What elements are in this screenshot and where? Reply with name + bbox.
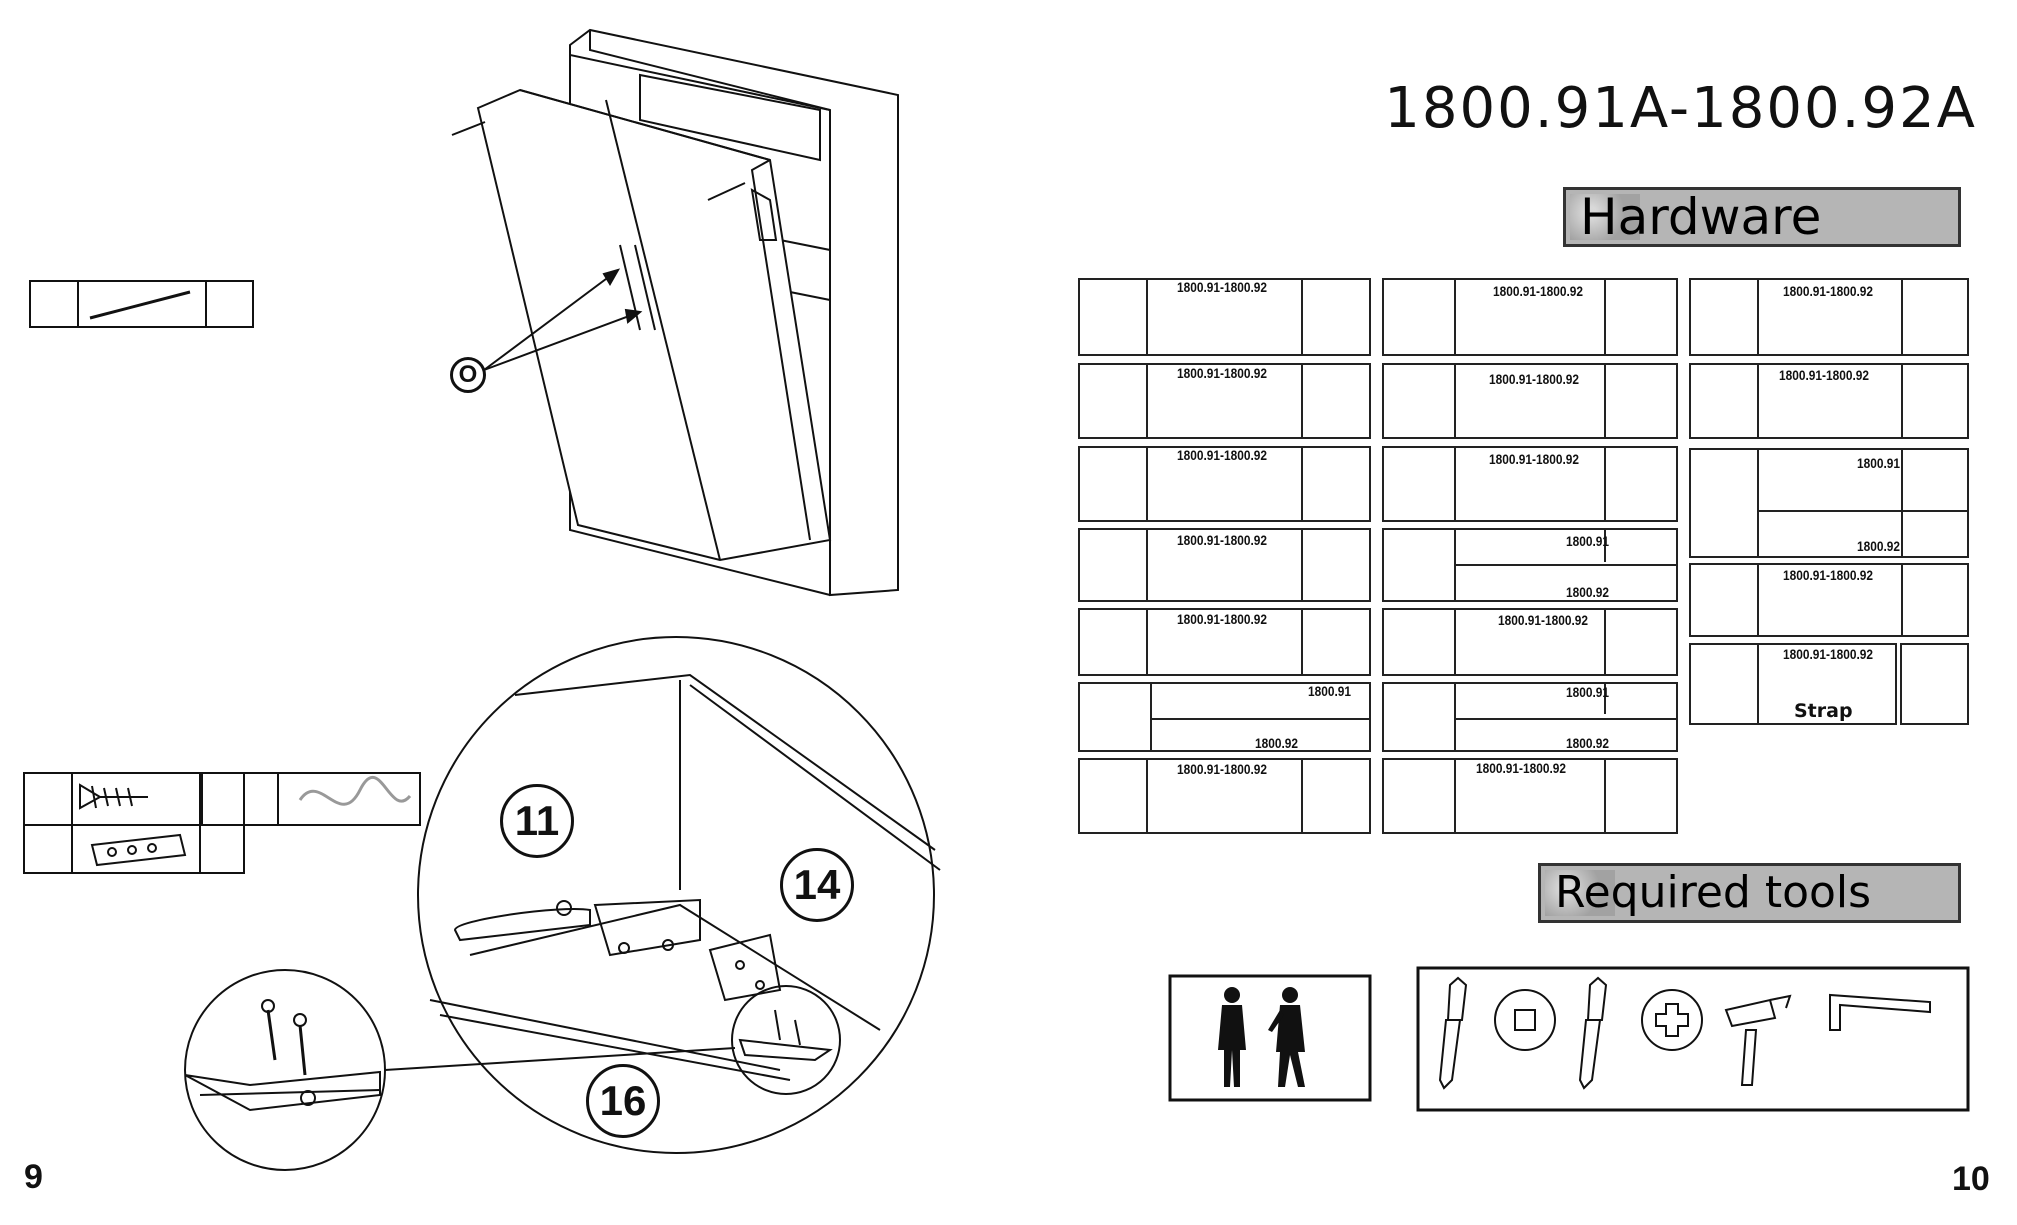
hardware-label: 1800.91-1800.92 (1177, 532, 1267, 548)
screwdriver-phillips-icon (1578, 976, 1703, 1090)
hardware-label: 1800.91-1800.92 (1783, 283, 1873, 299)
hardware-label: 1800.91-1800.92 (1177, 279, 1267, 295)
hardware-cell-c1-r3 (1078, 446, 1371, 522)
hardware-label: 1800.91-1800.92 (1177, 365, 1267, 381)
hardware-label: 1800.91-1800.92 (1498, 612, 1588, 628)
part-o-callout: O (450, 357, 486, 393)
hinge-detail-illustration (417, 636, 941, 1154)
hardware-label-top: 1800.91 (1857, 455, 1901, 471)
hardware-label: 1800.91-1800.92 (1177, 611, 1267, 627)
wall-bed-cabinet-illustration (451, 28, 899, 597)
hardware-label-top: 1800.91 (1308, 683, 1352, 699)
hardware-label: 1800.91-1800.92 (1177, 447, 1267, 463)
hardware-cell-c2-r3 (1382, 446, 1678, 522)
hardware-cell-c3-r1 (1689, 278, 1969, 356)
hardware-label: 1800.91-1800.92 (1177, 761, 1267, 777)
hardware-label-bottom: 1800.92 (1566, 735, 1610, 751)
heading-texture-icon (1570, 194, 1640, 240)
handle-part-box (29, 280, 254, 328)
allen-key-icon (1829, 993, 1931, 1031)
hardware-label: 1800.91-1800.92 (1489, 371, 1579, 387)
hardware-cell-c1-r4 (1078, 528, 1371, 602)
hardware-cell-c1-r1 (1078, 278, 1371, 356)
hardware-label: 1800.91-1800.92 (1476, 760, 1566, 776)
hardware-label: 1800.91-1800.92 (1489, 451, 1579, 467)
hardware-label-top: 1800.91 (1566, 533, 1610, 549)
hardware-label: 1800.91-1800.92 (1779, 367, 1869, 383)
callout-14: 14 (780, 848, 854, 922)
model-number-title: 1800.91A-1800.92A (1384, 76, 1977, 141)
hardware-label-bottom: 1800.92 (1255, 735, 1299, 751)
hardware-cell-c1-r7 (1078, 758, 1371, 834)
page-number-right: 10 (1952, 1160, 1990, 1198)
hardware-label: 1800.91-1800.92 (1493, 283, 1583, 299)
screwdriver-square-icon (1438, 976, 1556, 1090)
hardware-cell-c2-r4 (1382, 528, 1678, 602)
hardware-cell-c2-r2 (1382, 363, 1678, 439)
strap-caption: Strap (1794, 700, 1853, 722)
hardware-label: 1800.91-1800.92 (1783, 646, 1873, 662)
two-person-silhouette-icon (1218, 987, 1305, 1087)
hardware-cell-c2-r6 (1382, 682, 1678, 752)
heading-texture-icon (1545, 870, 1615, 916)
hardware-cell-c1-r5 (1078, 608, 1371, 676)
hardware-cell-c2-r7 (1382, 758, 1678, 834)
hardware-cell-c1-r2 (1078, 363, 1371, 439)
hardware-label: 1800.91-1800.92 (1783, 567, 1873, 583)
hardware-label-top: 1800.91 (1566, 684, 1610, 700)
hardware-cell-c3-r4 (1689, 563, 1969, 637)
hardware-cell-c3-r5 (1689, 643, 1897, 725)
hardware-cell-c3-r2 (1689, 363, 1969, 439)
hardware-section-heading: Hardware (1563, 187, 1961, 247)
callout-16: 16 (586, 1064, 660, 1138)
hardware-cell-c3-r5-extra (1900, 643, 1969, 725)
hammer-icon (1724, 994, 1792, 1086)
page-number-left: 9 (24, 1158, 43, 1196)
zoom-detail-illustration (184, 969, 736, 1171)
screw-and-strap-part-box (23, 772, 421, 874)
hardware-label-bottom: 1800.92 (1566, 584, 1610, 600)
hardware-cell-c2-r1 (1382, 278, 1678, 356)
hardware-cell-c1-r6 (1078, 682, 1371, 752)
callout-11: 11 (500, 784, 574, 858)
hardware-cell-c3-r3 (1689, 448, 1969, 558)
hardware-cell-c2-r5 (1382, 608, 1678, 676)
hardware-label-bottom: 1800.92 (1857, 538, 1901, 554)
required-tools-section-heading: Required tools (1538, 863, 1961, 923)
